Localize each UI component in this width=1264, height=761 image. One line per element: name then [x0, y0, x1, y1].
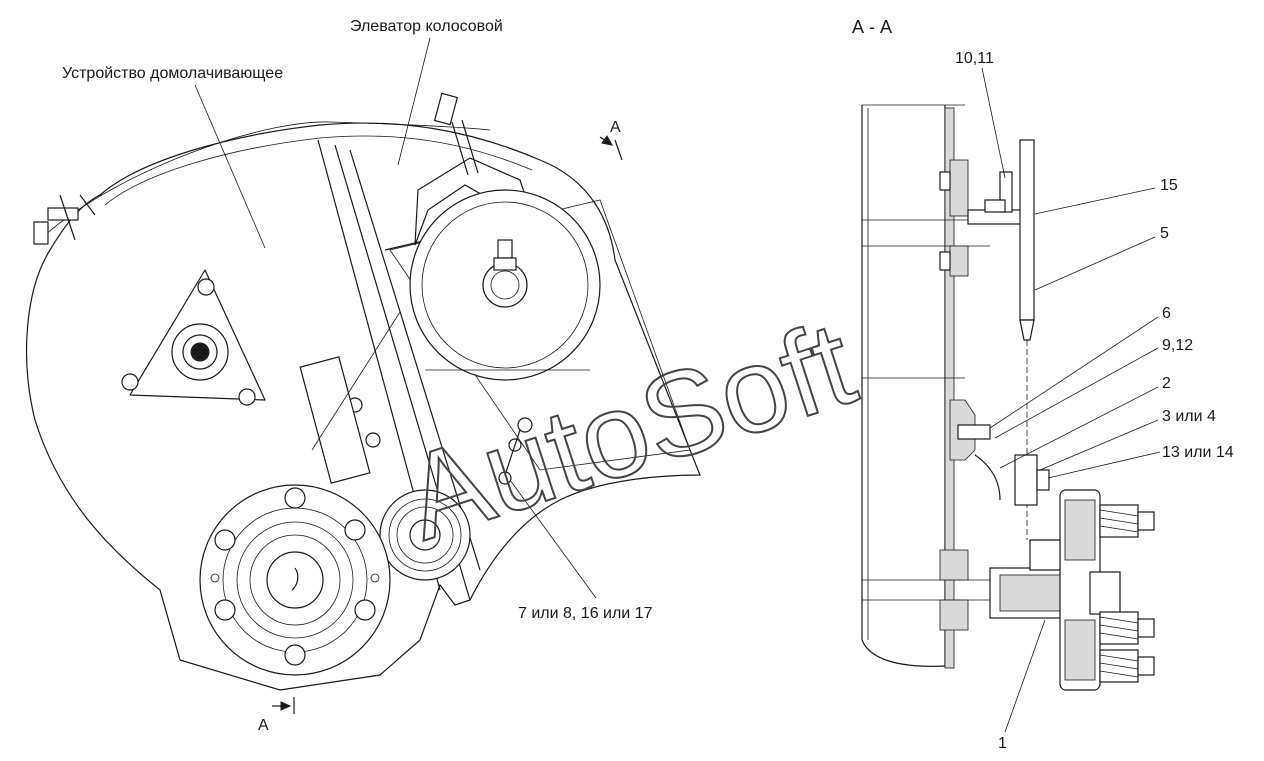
leader-parts-group — [509, 479, 597, 599]
leader-2 — [999, 386, 1159, 469]
leader-6 — [989, 316, 1159, 429]
callout-2: 2 — [1162, 375, 1171, 392]
idler-pulley — [379, 489, 471, 581]
leader-1 — [1004, 619, 1046, 733]
label-elevator: Элеватор колосовой — [350, 18, 503, 35]
leader-10-11 — [981, 67, 1006, 179]
lower-bearing-assembly — [939, 489, 1155, 691]
section-view: А - А — [852, 17, 1234, 752]
left-mount-bracket — [33, 194, 96, 245]
section-mark-top: А — [599, 119, 623, 161]
leader-5 — [1034, 236, 1156, 291]
callout-1: 1 — [998, 735, 1007, 752]
casing-inner-rim — [104, 135, 533, 206]
callout-10-11: 10,11 — [955, 50, 994, 67]
callout-6: 6 — [1162, 305, 1171, 322]
callout-13-14: 13 или 14 — [1162, 444, 1234, 461]
section-housing — [861, 105, 946, 667]
label-threshing-device: Устройство домолачивающее — [62, 65, 283, 82]
section-mark-bottom-label: А — [258, 717, 269, 734]
section-mark-top-label: А — [610, 119, 621, 136]
elevator-pulley — [409, 189, 601, 381]
cable-line — [44, 121, 491, 236]
leader-15 — [1034, 187, 1156, 215]
leader-elevator — [397, 37, 431, 166]
leader-13-14 — [1047, 451, 1161, 479]
left-view: А А Устройство домолачивающее Элеватор к… — [25, 18, 701, 734]
section-title: А - А — [852, 17, 892, 37]
spring-top — [1099, 504, 1155, 538]
elevator-housing — [317, 92, 691, 601]
leader-3-4 — [1039, 419, 1159, 471]
callout-3-4: 3 или 4 — [1162, 408, 1216, 425]
middle-bracket — [949, 399, 1050, 506]
callout-9-12: 9,12 — [1162, 337, 1193, 354]
label-parts-group: 7 или 8, 16 или 17 — [518, 605, 653, 622]
callout-5: 5 — [1160, 225, 1169, 242]
upper-bracket — [939, 139, 1035, 341]
spring-bottom — [1099, 649, 1155, 683]
tensioner-links — [299, 356, 533, 485]
callout-15: 15 — [1160, 177, 1178, 194]
leader-9-12 — [994, 347, 1159, 439]
leader-diagonal — [311, 311, 401, 451]
spring-middle — [1099, 611, 1155, 645]
section-mark-bottom: А — [258, 697, 295, 734]
triangular-flange — [121, 269, 266, 406]
leader-left-assembly — [194, 84, 266, 249]
main-hub — [199, 484, 391, 676]
